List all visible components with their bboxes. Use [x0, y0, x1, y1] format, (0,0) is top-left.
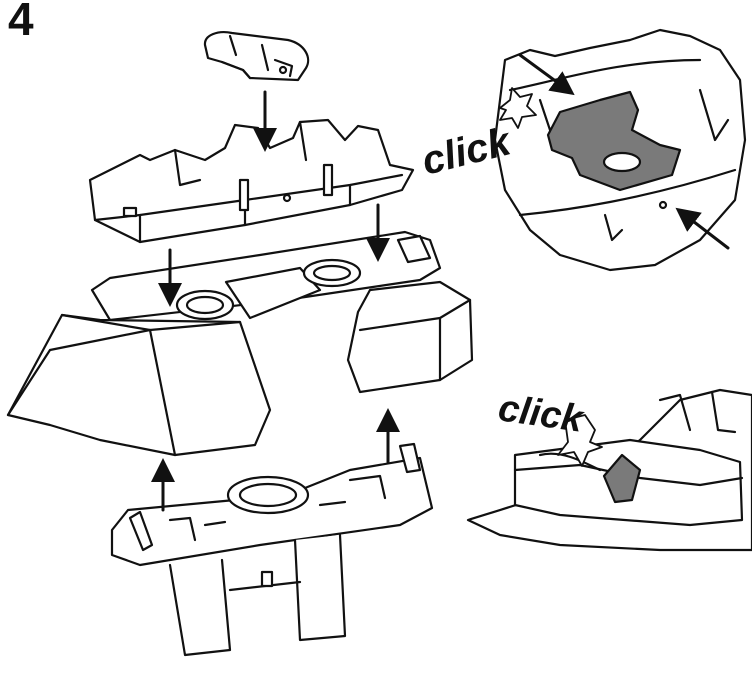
- detail-view-bottom: [466, 388, 752, 552]
- step-number: 4: [8, 0, 34, 45]
- arrows: [151, 90, 400, 512]
- saddle-part: [88, 118, 415, 244]
- latch-highlight: [602, 453, 642, 504]
- foot-body-part: [6, 230, 474, 457]
- arrow-press-top: [518, 53, 575, 96]
- arrow-press-bottom: [675, 207, 730, 250]
- clamp-part: [110, 442, 434, 657]
- detail-view-top: [493, 28, 747, 272]
- clip-part: [203, 31, 310, 82]
- burst-icon-top: [499, 87, 537, 129]
- burst-icon-bottom: [557, 414, 603, 467]
- clip-highlight: [546, 90, 682, 192]
- click-label-bottom: click: [496, 387, 587, 441]
